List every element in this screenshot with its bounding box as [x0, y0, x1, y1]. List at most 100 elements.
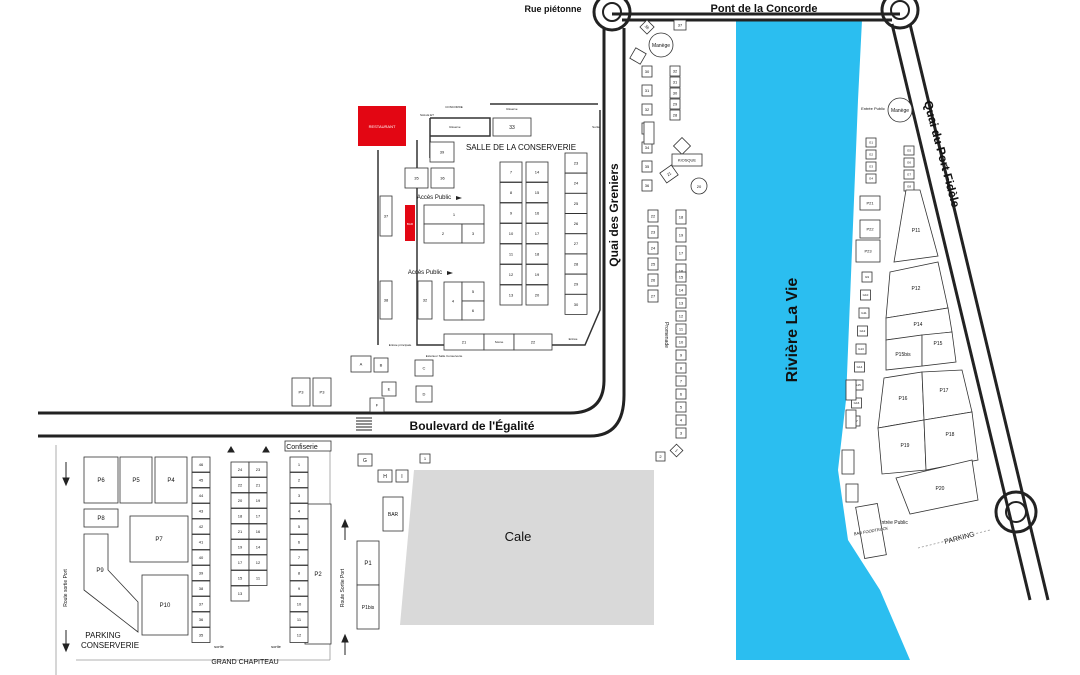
stand-36: 36 — [639, 19, 655, 35]
crosswalk — [356, 417, 372, 431]
stand-31-label: 31 — [645, 88, 650, 93]
stand-15-label: 15 — [238, 575, 243, 580]
quai-greniers-road-2 — [38, 28, 626, 438]
stand-E: E — [381, 381, 397, 397]
stand-35: 35 — [191, 627, 211, 643]
stand-24: 24 — [647, 241, 659, 255]
stand-A-label: A — [360, 361, 363, 366]
parking-p5: P5 — [119, 456, 153, 504]
stand-26: 26 — [647, 273, 659, 287]
stand-20-label: 20 — [238, 498, 243, 503]
stand-24-label: 24 — [651, 245, 656, 250]
stand-G2: G2 — [865, 149, 877, 160]
stand-37: 37 — [673, 19, 687, 31]
stand-7-label: 7 — [680, 378, 683, 383]
stand-18: 18 — [675, 209, 687, 225]
stand-30: 30 — [564, 293, 588, 315]
stand-14: 14 — [675, 284, 687, 296]
stand-40: 40 — [191, 549, 211, 566]
stand-G1-label: G1 — [869, 141, 873, 145]
quai-port-road-2 — [908, 23, 1050, 601]
stand-25: 25 — [564, 192, 588, 214]
stand-41-label: 41 — [199, 539, 204, 544]
stand-30: 30 — [669, 87, 681, 99]
stand-35-label: 35 — [645, 164, 650, 169]
stand-22-label: 22 — [238, 482, 243, 487]
stand-29: 29 — [669, 98, 681, 110]
stand-G6-label: G6 — [907, 161, 911, 165]
stand-10-label: 10 — [297, 601, 302, 606]
boulevard-label: Boulevard de l'Égalité — [410, 418, 535, 433]
stand-5-label: 5 — [680, 404, 683, 409]
stand-45: 45 — [191, 472, 211, 488]
stand-1-label: 1 — [453, 212, 456, 217]
stand-G15-label: G15 — [855, 383, 861, 387]
stand-26-label: 26 — [574, 221, 579, 226]
parking-p20: P20 — [895, 459, 979, 515]
stand-5: 5 — [289, 518, 309, 535]
stand-6: 6 — [675, 388, 687, 400]
stand-6-label: 6 — [680, 391, 683, 396]
roundabout-top-right — [880, 0, 920, 30]
stand-27-label: 27 — [651, 293, 656, 298]
bar-red — [405, 205, 415, 241]
parking-p15-label: P15 — [934, 341, 943, 347]
stand-17-label: 17 — [238, 560, 243, 565]
stand-G10-label: G10 — [863, 293, 869, 297]
quai-port-road — [890, 23, 1032, 601]
stand-p3: P3 — [312, 377, 332, 407]
stand-12-label: 12 — [297, 632, 302, 637]
parking-p23: P23 — [855, 239, 881, 263]
stand-G5-label: G5 — [907, 149, 911, 153]
stand-small — [841, 449, 855, 475]
stand-29: 29 — [564, 273, 588, 295]
stand-28-label: 28 — [673, 112, 678, 117]
stand-G16: G16 — [851, 397, 862, 409]
stand-16: 16 — [525, 202, 549, 224]
stand-13-label: 13 — [509, 292, 514, 297]
stand-23: 23 — [647, 225, 659, 239]
stand-G16-label: G16 — [854, 401, 860, 405]
stand-G3-label: G3 — [869, 165, 873, 169]
parking-p12-label: P12 — [912, 286, 921, 292]
stand-6-label: 6 — [298, 539, 301, 544]
stand-I: I — [395, 469, 409, 483]
stand-25: 25 — [647, 257, 659, 271]
stand-17: 17 — [675, 245, 687, 261]
stand-18-label: 18 — [679, 214, 684, 219]
stand-14-label: 14 — [535, 169, 540, 174]
stand-19-label: 19 — [238, 544, 243, 549]
stand-10-label: 10 — [509, 231, 514, 236]
stand-H: H — [377, 469, 393, 483]
parking-p4-label: P4 — [167, 478, 175, 484]
entree-public: Entrée Public — [861, 106, 885, 111]
stand-7: 7 — [675, 375, 687, 387]
stand-8: 8 — [675, 362, 687, 374]
stand-30-label: 30 — [574, 302, 579, 307]
stand-16: 16 — [248, 523, 268, 540]
stand-14: 14 — [525, 161, 549, 183]
concorde-label: CONCORDE — [445, 105, 463, 109]
stand-17-label: 17 — [535, 231, 540, 236]
stand-20: 20 — [525, 284, 549, 306]
stand-27: 27 — [564, 233, 588, 255]
stand-37-label: 37 — [199, 601, 204, 606]
stand-17: 17 — [230, 554, 250, 571]
stand-12: 12 — [499, 264, 523, 285]
stand-31: 31 — [669, 76, 681, 88]
stand-A: A — [350, 355, 372, 373]
river — [736, 20, 910, 660]
manege-icon — [887, 97, 913, 123]
stand-8: 8 — [289, 565, 309, 581]
stand-G12-label: G12 — [860, 329, 866, 333]
parking-p6: P6 — [83, 456, 119, 504]
stand-32-label: 32 — [645, 107, 650, 112]
stand-42: 42 — [191, 518, 211, 535]
stand-G9-label: G9 — [865, 275, 869, 279]
parking-p1bis: P1bis — [356, 584, 380, 630]
stand-G1: G1 — [865, 137, 877, 148]
stand-F: F — [369, 397, 385, 413]
stand-p3bis-label: P3 — [299, 389, 305, 394]
stand-small — [845, 379, 857, 401]
